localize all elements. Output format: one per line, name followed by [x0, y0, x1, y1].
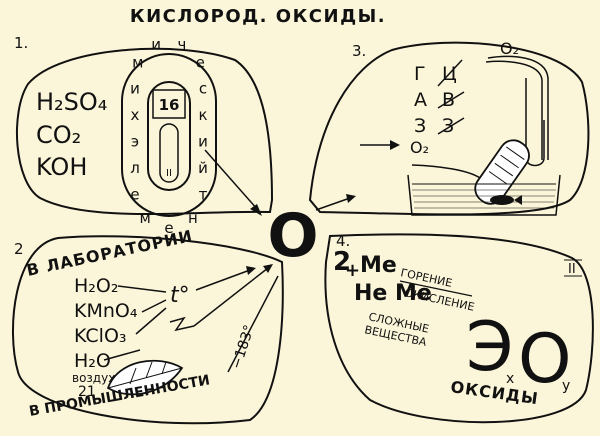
- electrolysis-line: [103, 349, 141, 361]
- q2-number: 2: [14, 240, 24, 258]
- delivery-tube-inner: [485, 60, 543, 160]
- petal-bottom-right: [324, 233, 594, 424]
- ring-char: и: [130, 80, 140, 98]
- delivery-tube: [487, 55, 549, 160]
- line-kmno4: [141, 299, 167, 313]
- center-o2: O 2: [267, 201, 351, 277]
- test-tube: [474, 139, 530, 205]
- ring-char: ч: [177, 36, 186, 54]
- heat-symbol: t°: [170, 283, 190, 308]
- water-trough: [407, 174, 561, 216]
- oxidation-label: ОКИСЛЕНИЕ: [403, 286, 475, 313]
- gas-tube: [411, 164, 481, 179]
- formula-element: Э: [466, 308, 513, 387]
- center-o-letter: O: [267, 201, 318, 271]
- reagent-h2o: H₂O: [74, 350, 111, 372]
- period-capsule: [159, 123, 179, 183]
- petal-top-right: [308, 41, 590, 216]
- electrolysis-arrow: [193, 267, 269, 327]
- ring-char: е: [164, 219, 173, 237]
- ring-char: н: [188, 209, 198, 227]
- page-title: КИСЛОРОД. ОКСИДЫ.: [130, 6, 386, 27]
- ring-char: и: [151, 36, 161, 54]
- prop-letter-v: В: [442, 89, 455, 111]
- industry-arrow: [227, 275, 279, 373]
- q1-number: 1.: [14, 34, 28, 52]
- valence-roman: II: [568, 262, 576, 277]
- ring-char: л: [130, 159, 140, 177]
- prop-letter-a: А: [414, 89, 427, 111]
- lightning-icon: [169, 316, 195, 332]
- air-percent: 21: [78, 384, 96, 400]
- atomic-number-box: [152, 89, 186, 119]
- formula-sub-y: y: [562, 378, 570, 394]
- line-h2o2: [117, 285, 167, 293]
- q1-formula-co2: CO₂: [36, 121, 81, 149]
- lab-label: В ЛАБОРАТОРИИ: [25, 226, 195, 280]
- ring-char: х: [131, 106, 140, 124]
- o2-top-label: O₂: [500, 39, 519, 58]
- ring-char: к: [198, 106, 207, 124]
- metal-label: Me: [360, 253, 397, 278]
- q3-arrowhead: [346, 194, 356, 203]
- strike-v: [437, 91, 465, 109]
- petal-bottom-left: [11, 235, 284, 425]
- prop-letter-z: З: [414, 115, 426, 137]
- q1-formula-koh: KOH: [36, 153, 87, 181]
- plus-sign: +: [345, 260, 360, 281]
- prop-letter-g: Г: [414, 63, 426, 85]
- line-kclo3: [135, 307, 167, 335]
- center-o-subscript: 2: [333, 247, 351, 277]
- q1-arrowhead: [250, 204, 262, 216]
- formula-oxygen: O: [518, 320, 572, 399]
- q3-arrow: [315, 197, 351, 211]
- ring-char: э: [131, 133, 139, 151]
- ring-char: и: [198, 133, 208, 151]
- ring-char: й: [198, 159, 208, 177]
- reagent-kmno4: KMnO₄: [74, 300, 138, 322]
- ring-char: м: [139, 209, 150, 227]
- o2-mid-label: O₂: [410, 138, 429, 157]
- leaf-icon: [106, 359, 184, 396]
- valence-bars: [564, 259, 582, 277]
- air-label: воздух: [72, 371, 115, 385]
- element-ring-outer: [121, 53, 217, 217]
- ring-char: м: [132, 54, 143, 72]
- reagent-kclo3: KClO₃: [74, 325, 127, 347]
- o2-arrowhead: [390, 140, 400, 150]
- ring-char: е: [196, 54, 205, 72]
- heat-arrow: [195, 269, 251, 291]
- reagent-h2o2: H₂O₂: [74, 275, 118, 297]
- electrolysis-arrowhead: [263, 264, 273, 273]
- q1-formula-h2so4: H₂SO₄: [36, 88, 107, 116]
- atomic-number: 16: [159, 96, 180, 114]
- petal-outlines: [11, 41, 594, 425]
- fish-icon: [490, 195, 514, 205]
- heat-arrowhead: [246, 266, 256, 275]
- strike-ts: [437, 59, 463, 87]
- petal-top-left: [15, 47, 274, 215]
- q4-number: 4.: [336, 232, 350, 250]
- ring-char: е: [130, 186, 139, 204]
- strike-z: [437, 117, 465, 135]
- formula-sub-x: x: [506, 371, 514, 387]
- element-ring-inner: [147, 81, 191, 191]
- ring-char: т: [199, 186, 208, 204]
- combustion-underline: [399, 280, 473, 297]
- q1-arrow: [204, 149, 259, 211]
- ring-char: с: [199, 80, 207, 98]
- prop-letter-z2: З: [442, 115, 454, 137]
- group-roman: II: [166, 168, 172, 179]
- q3-number: 3.: [352, 42, 366, 60]
